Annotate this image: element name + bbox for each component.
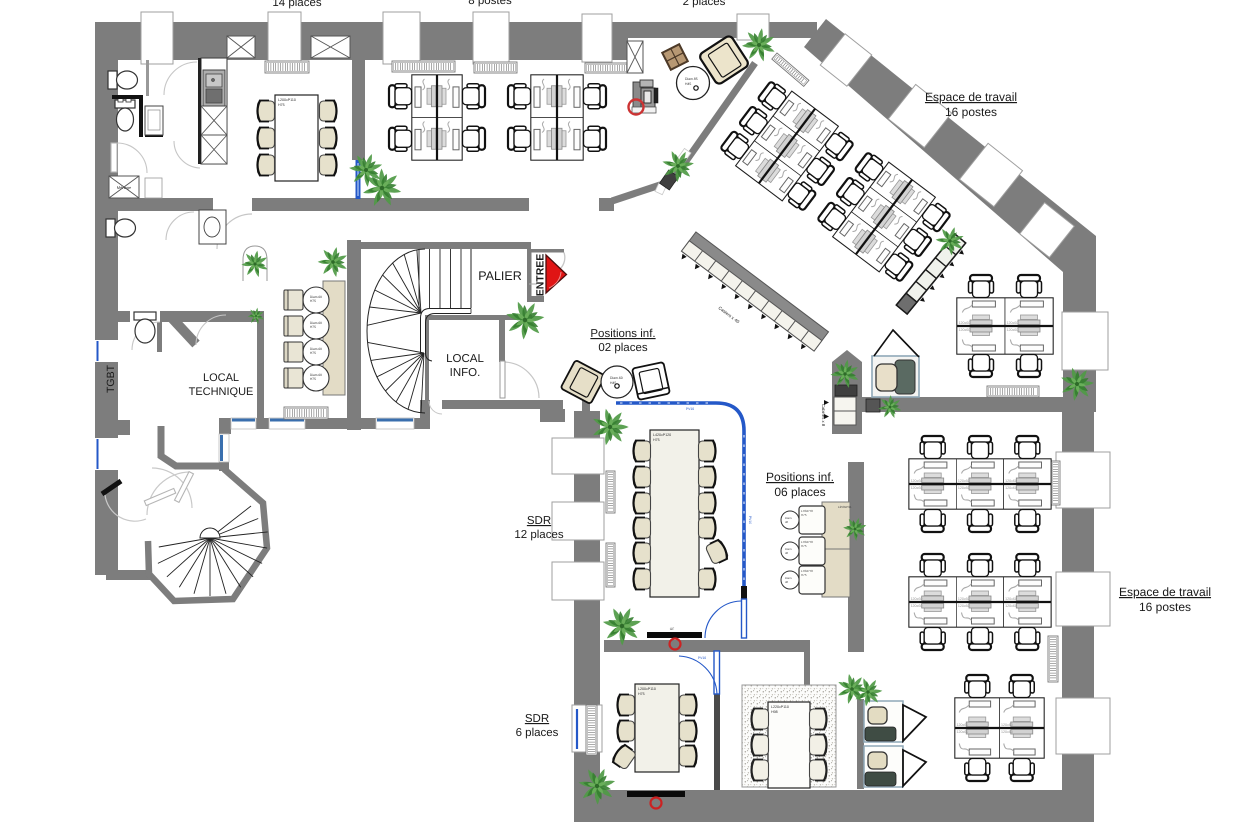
svg-text:H75: H75 (653, 438, 660, 442)
svg-text:120x60: 120x60 (1005, 597, 1017, 601)
svg-text:L250xP91: L250xP91 (838, 505, 852, 509)
svg-text:H75: H75 (310, 377, 316, 381)
svg-text:ENTREE: ENTREE (535, 254, 547, 297)
svg-text:120x60: 120x60 (1005, 486, 1017, 490)
svg-text:L70xP70: L70xP70 (801, 569, 813, 573)
svg-text:Diam.60: Diam.60 (310, 373, 322, 377)
svg-text:PALIER: PALIER (478, 269, 522, 283)
svg-text:40: 40 (785, 580, 789, 584)
svg-text:L420xP120: L420xP120 (653, 433, 671, 437)
svg-text:120x60: 120x60 (958, 486, 970, 490)
svg-text:Ménage: Ménage (117, 185, 132, 190)
svg-text:H75: H75 (278, 103, 285, 107)
svg-text:120x60: 120x60 (957, 723, 969, 727)
svg-text:Cabines x 8: Cabines x 8 (821, 404, 826, 427)
svg-text:Diam.: Diam. (785, 516, 793, 520)
svg-text:120x60: 120x60 (1007, 328, 1019, 332)
svg-text:LOCAL: LOCAL (203, 372, 239, 384)
svg-text:120x60: 120x60 (1001, 730, 1013, 734)
svg-text:2 places: 2 places (683, 0, 726, 8)
svg-text:Diam.85: Diam.85 (685, 77, 698, 81)
svg-text:02 places: 02 places (598, 342, 647, 354)
svg-text:H75: H75 (310, 325, 316, 329)
svg-text:Positions inf.: Positions inf. (766, 470, 834, 484)
svg-text:120x60: 120x60 (1005, 479, 1017, 483)
svg-text:16 postes: 16 postes (1139, 600, 1191, 614)
svg-text:120x60: 120x60 (957, 730, 969, 734)
svg-text:16 postes: 16 postes (945, 105, 997, 119)
svg-text:Diam.60: Diam.60 (310, 321, 322, 325)
svg-text:Diam.60: Diam.60 (310, 347, 322, 351)
svg-text:H75: H75 (638, 692, 645, 696)
svg-text:12 places: 12 places (514, 529, 563, 541)
svg-text:H75: H75 (310, 351, 316, 355)
svg-text:H98: H98 (771, 710, 778, 714)
svg-text:40: 40 (785, 551, 789, 555)
svg-text:06 places: 06 places (774, 485, 825, 499)
svg-text:H75: H75 (801, 544, 807, 548)
svg-text:TGBT: TGBT (105, 364, 117, 393)
svg-text:PV10: PV10 (748, 516, 752, 524)
svg-text:120x60: 120x60 (959, 321, 971, 325)
svg-text:SDR: SDR (525, 713, 549, 725)
svg-text:120x60: 120x60 (911, 486, 923, 490)
svg-text:PV10: PV10 (686, 407, 694, 411)
svg-text:L70xP70: L70xP70 (801, 540, 813, 544)
svg-text:120x60: 120x60 (911, 604, 923, 608)
svg-text:INFO.: INFO. (450, 367, 481, 379)
svg-text:Diam.60: Diam.60 (310, 295, 322, 299)
svg-text:120x60: 120x60 (1001, 723, 1013, 727)
svg-text:GF: GF (670, 627, 674, 631)
svg-text:120x60: 120x60 (911, 597, 923, 601)
svg-text:LOCAL: LOCAL (446, 353, 484, 365)
svg-text:L70xP70: L70xP70 (801, 509, 813, 513)
svg-text:14 places: 14 places (272, 0, 321, 9)
svg-text:Diam.: Diam. (785, 547, 793, 551)
svg-text:Espace de travail: Espace de travail (925, 90, 1017, 104)
svg-text:SDR: SDR (527, 515, 551, 527)
svg-text:Diam.: Diam. (785, 576, 793, 580)
svg-text:L200xP110: L200xP110 (638, 687, 656, 691)
svg-text:H75: H75 (801, 573, 807, 577)
svg-text:H45: H45 (610, 381, 616, 385)
svg-text:PV10: PV10 (698, 656, 706, 660)
svg-text:120x60: 120x60 (958, 479, 970, 483)
svg-text:120x60: 120x60 (959, 328, 971, 332)
svg-text:120x60: 120x60 (911, 479, 923, 483)
svg-text:L220xP110: L220xP110 (771, 705, 789, 709)
svg-text:6 places: 6 places (516, 727, 559, 739)
svg-text:8 postes: 8 postes (468, 0, 512, 7)
svg-text:TECHNIQUE: TECHNIQUE (189, 386, 254, 398)
svg-text:120x60: 120x60 (1005, 604, 1017, 608)
svg-text:Espace de travail: Espace de travail (1119, 585, 1211, 599)
svg-text:H45: H45 (685, 82, 691, 86)
svg-text:120x60: 120x60 (958, 597, 970, 601)
svg-text:120x60: 120x60 (958, 604, 970, 608)
svg-text:120x60: 120x60 (1007, 321, 1019, 325)
svg-text:Diam.60: Diam.60 (610, 376, 623, 380)
svg-text:H75: H75 (310, 299, 316, 303)
svg-text:L200xP110: L200xP110 (278, 98, 296, 102)
svg-text:Positions inf.: Positions inf. (590, 328, 655, 340)
svg-text:40: 40 (785, 520, 789, 524)
svg-text:H75: H75 (801, 513, 807, 517)
